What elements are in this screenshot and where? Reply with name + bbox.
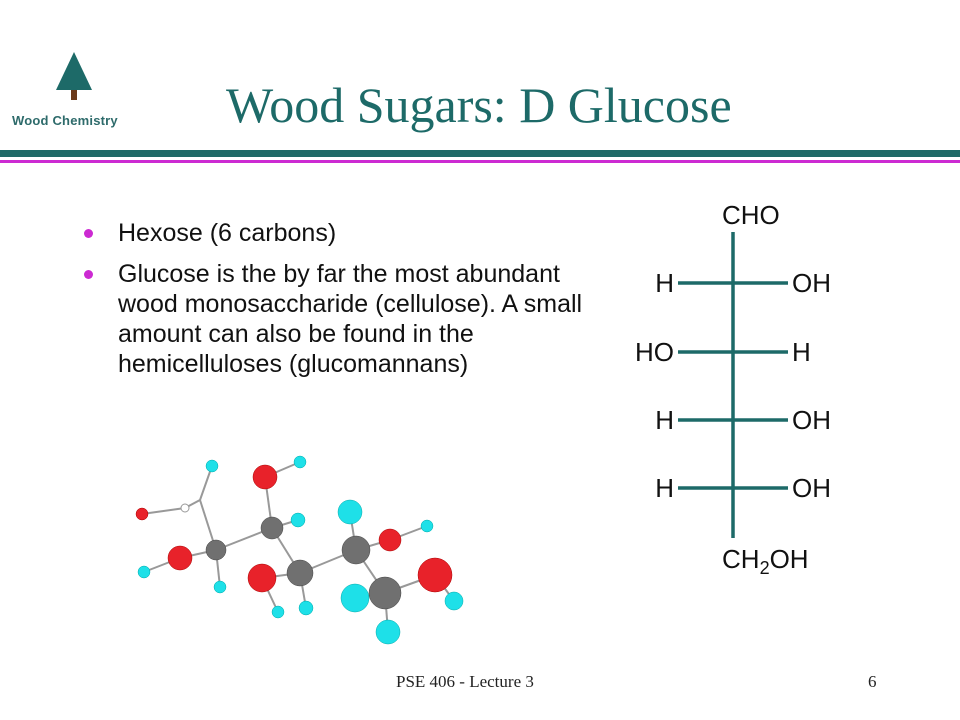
atom-hydrogen xyxy=(213,580,227,594)
fischer-bottom-pre: CH xyxy=(722,544,760,574)
atom-hydrogen xyxy=(375,619,401,645)
bullet-text: Hexose (6 carbons) xyxy=(118,219,337,247)
atom-carbon xyxy=(260,516,284,540)
title-rule-teal xyxy=(0,150,960,157)
atom-hydrogen xyxy=(205,459,219,473)
atom-oxygen xyxy=(135,507,149,521)
bullet-list: Hexose (6 carbons) Glucose is the by far… xyxy=(84,218,584,390)
fischer-right: OH xyxy=(792,473,831,503)
fischer-projection: CHO H OH HO H H OH H OH CH2OH xyxy=(635,200,831,578)
fischer-left: H xyxy=(655,405,674,435)
logo-text: Wood Chemistry xyxy=(12,113,118,128)
atom-hydrogen xyxy=(420,519,434,533)
atom-oxygen xyxy=(167,545,193,571)
atom-hydrogen xyxy=(444,591,464,611)
bullet-item: Glucose is the by far the most abundant … xyxy=(84,259,584,379)
atom-hydrogen xyxy=(271,605,285,619)
title-rule-magenta xyxy=(0,160,960,163)
footer-page-number: 6 xyxy=(868,672,877,691)
bullet-text: Glucose is the by far the most abundant … xyxy=(118,260,583,378)
footer-lecture: PSE 406 - Lecture 3 xyxy=(396,672,534,691)
atom-hydrogen xyxy=(337,499,363,525)
fischer-right: OH xyxy=(792,405,831,435)
atom-hydrogen xyxy=(293,455,307,469)
atom-hydrogen xyxy=(298,600,314,616)
atom-hydrogen-small xyxy=(180,503,190,513)
slide-title: Wood Sugars: D Glucose xyxy=(226,77,732,133)
atom-oxygen xyxy=(378,528,402,552)
fischer-left: HO xyxy=(635,337,674,367)
atom-hydrogen xyxy=(137,565,151,579)
bullet-dot-icon xyxy=(84,229,93,238)
glucose-molecule-model xyxy=(135,455,464,645)
fischer-right: OH xyxy=(792,268,831,298)
atom-oxygen xyxy=(247,563,277,593)
atom-oxygen xyxy=(417,557,453,593)
fischer-left: H xyxy=(655,268,674,298)
bullet-dot-icon xyxy=(84,270,93,279)
atom-oxygen xyxy=(252,464,278,490)
tree-icon xyxy=(56,52,92,100)
bullet-item: Hexose (6 carbons) xyxy=(84,218,584,248)
fischer-left: H xyxy=(655,473,674,503)
fischer-top: CHO xyxy=(722,200,780,230)
fischer-bottom-post: OH xyxy=(770,544,809,574)
atom-carbon xyxy=(368,576,402,610)
atom-hydrogen xyxy=(290,512,306,528)
fischer-right: H xyxy=(792,337,811,367)
fischer-bottom-sub: 2 xyxy=(760,558,770,578)
atom-carbon xyxy=(286,559,314,587)
fischer-bottom: CH2OH xyxy=(722,544,809,578)
atom-carbon xyxy=(205,539,227,561)
atom-hydrogen xyxy=(340,583,370,613)
atom-carbon xyxy=(341,535,371,565)
